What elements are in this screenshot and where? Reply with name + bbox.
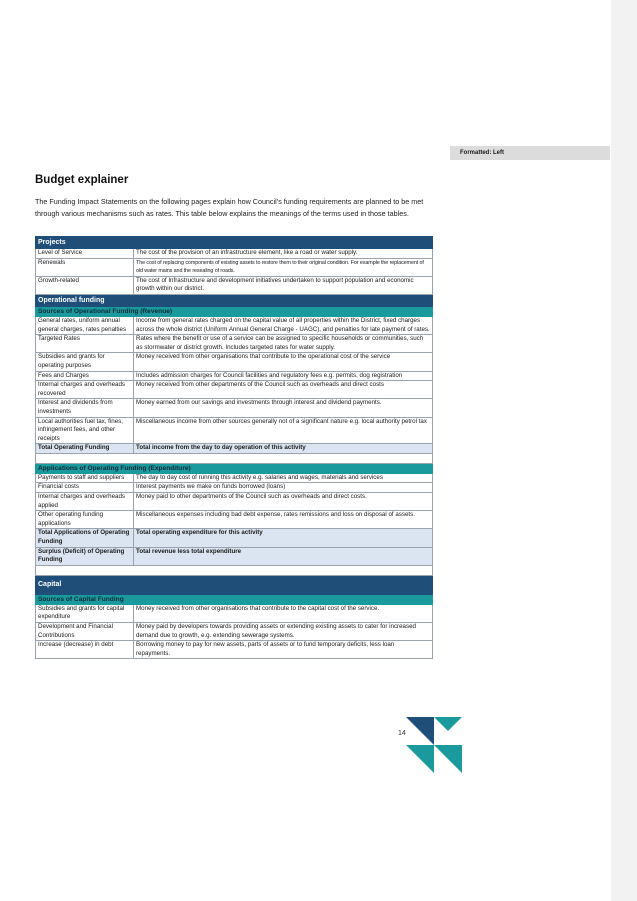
table-row: Development and Financial Contributions …: [35, 621, 433, 642]
subheader-operating-applications: Applications of Operating Funding (Expen…: [35, 462, 433, 474]
format-comment-balloon[interactable]: Formatted: Left: [450, 146, 610, 160]
term-cell: Local authorities fuel tax, fines, infri…: [35, 416, 134, 445]
table-row: Growth-related The cost of Infrastructur…: [35, 275, 433, 295]
table-row: Other operating funding applications Mis…: [35, 510, 433, 530]
description-cell: The cost of replacing components of exis…: [133, 257, 433, 277]
term-cell: Fees and Charges: [35, 370, 134, 382]
table-row: General rates, uniform annual general ch…: [35, 315, 433, 336]
description-cell: Borrowing money to pay for new assets, p…: [133, 640, 433, 660]
spacer-row: [35, 564, 433, 576]
description-cell: Interest payments we make on funds borro…: [133, 482, 433, 494]
budget-terms-table: Projects Level of Service The cost of th…: [35, 236, 433, 660]
description-cell: Miscellaneous income from other sources …: [133, 416, 433, 445]
section-header-projects: Projects: [35, 236, 433, 249]
council-triangles-logo: [406, 717, 462, 773]
section-header-label: Operational funding: [35, 293, 433, 307]
table-row: Targeted Rates Rates where the benefit o…: [35, 334, 433, 354]
description-cell: The day to day cost of running this acti…: [133, 472, 433, 484]
table-row: Interest and dividends from investments …: [35, 398, 433, 418]
table-row: Local authorities fuel tax, fines, infri…: [35, 416, 433, 445]
total-row-operating-applications: Total Applications of Operating Funding …: [35, 528, 433, 548]
description-cell: Income from general rates charged on the…: [133, 315, 433, 336]
section-header-label: Capital: [35, 574, 433, 595]
description-cell: Total revenue less total expenditure: [133, 546, 433, 566]
description-cell: Money paid to other departments of the C…: [133, 492, 433, 512]
table-row: Internal charges and overheads applied M…: [35, 492, 433, 512]
spacer-row: [35, 452, 433, 464]
description-cell: The cost of Infrastructure and developme…: [133, 275, 433, 295]
term-cell: Subsidies and grants for capital expendi…: [35, 603, 134, 624]
section-header-label: Projects: [35, 236, 433, 249]
section-header-capital: Capital: [35, 574, 433, 595]
logo-triangle-teal-upper: [434, 717, 462, 731]
table-row: Increase (decrease) in debt Borrowing mo…: [35, 640, 433, 660]
term-cell: Payments to staff and suppliers: [35, 472, 134, 484]
logo-triangle-teal-left: [406, 745, 434, 773]
table-row: Financial costs Interest payments we mak…: [35, 482, 433, 494]
subheader-operational-sources: Sources of Operational Funding (Revenue): [35, 305, 433, 317]
total-row-operating-funding: Total Operating Funding Total income fro…: [35, 443, 433, 454]
term-cell: Targeted Rates: [35, 334, 134, 354]
subheader-label: Sources of Operational Funding (Revenue): [35, 305, 433, 317]
description-cell: Total operating expenditure for this act…: [133, 528, 433, 548]
term-cell: Total Operating Funding: [35, 443, 134, 454]
term-cell: Surplus (Deficit) of Operating Funding: [35, 546, 134, 566]
term-cell: Total Applications of Operating Funding: [35, 528, 134, 548]
description-cell: Money paid by developers towards providi…: [133, 621, 433, 642]
logo-triangle-teal-right: [434, 745, 462, 773]
term-cell: Interest and dividends from investments: [35, 398, 134, 418]
term-cell: Other operating funding applications: [35, 510, 134, 530]
total-row-surplus: Surplus (Deficit) of Operating Funding T…: [35, 546, 433, 566]
subheader-label: Applications of Operating Funding (Expen…: [35, 462, 433, 474]
term-cell: Development and Financial Contributions: [35, 621, 134, 642]
logo-triangle-navy: [406, 717, 434, 745]
term-cell: Financial costs: [35, 482, 134, 494]
description-cell: Money received from other organisations …: [133, 352, 433, 372]
description-cell: Miscellaneous expenses including bad deb…: [133, 510, 433, 530]
term-cell: Level of Service: [35, 248, 134, 259]
term-cell: Subsidies and grants for operating purpo…: [35, 352, 134, 372]
description-cell: The cost of the provision of an infrastr…: [133, 248, 433, 259]
page-title: Budget explainer: [35, 174, 129, 186]
term-cell: Internal charges and overheads recovered: [35, 380, 134, 400]
spacer-cell: [35, 564, 433, 576]
table-row: Fees and Charges Includes admission char…: [35, 370, 433, 382]
description-cell: Money earned from our savings and invest…: [133, 398, 433, 418]
table-row: Payments to staff and suppliers The day …: [35, 472, 433, 484]
description-cell: Money received from other organisations …: [133, 603, 433, 624]
table-row: Internal charges and overheads recovered…: [35, 380, 433, 400]
description-cell: Money received from other departments of…: [133, 380, 433, 400]
term-cell: Internal charges and overheads applied: [35, 492, 134, 512]
description-cell: Rates where the benefit or use of a serv…: [133, 334, 433, 354]
table-row: Subsidies and grants for capital expendi…: [35, 603, 433, 624]
section-header-operational: Operational funding: [35, 293, 433, 307]
term-cell: General rates, uniform annual general ch…: [35, 315, 134, 336]
spacer-cell: [35, 452, 433, 464]
term-cell: Growth-related: [35, 275, 134, 295]
table-row: Subsidies and grants for operating purpo…: [35, 352, 433, 372]
table-row: Level of Service The cost of the provisi…: [35, 248, 433, 259]
page-number: 14: [398, 730, 406, 737]
comments-pane: [611, 0, 637, 901]
description-cell: Includes admission charges for Council f…: [133, 370, 433, 382]
subheader-capital-sources: Sources of Capital Funding: [35, 593, 433, 605]
description-cell: Total income from the day to day operati…: [133, 443, 433, 454]
subheader-label: Sources of Capital Funding: [35, 593, 433, 605]
term-cell: Renewals: [35, 257, 134, 277]
term-cell: Increase (decrease) in debt: [35, 640, 134, 660]
table-row: Renewals The cost of replacing component…: [35, 257, 433, 277]
intro-paragraph: The Funding Impact Statements on the fol…: [35, 197, 424, 218]
